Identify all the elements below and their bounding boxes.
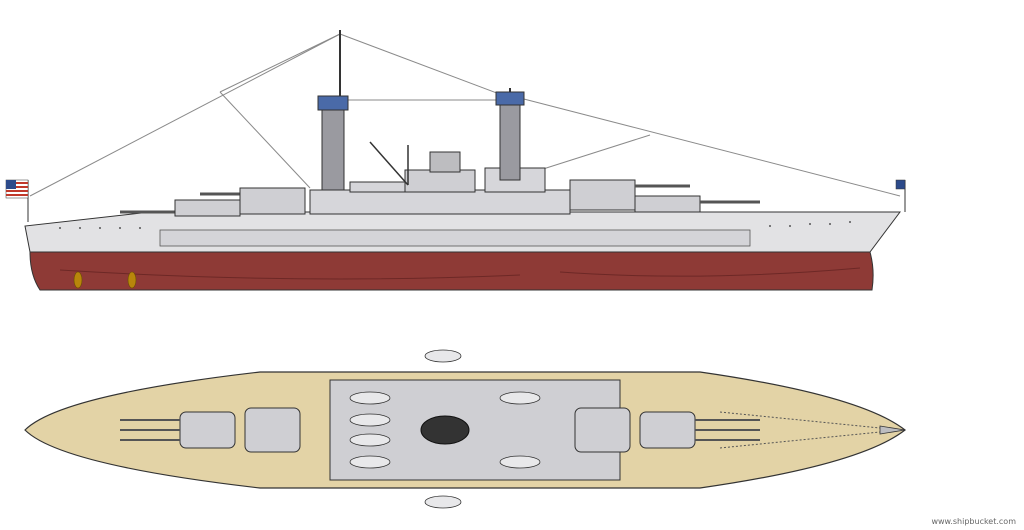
us-flag-icon — [5, 179, 29, 222]
armor-belt — [159, 229, 751, 247]
plan-view — [24, 349, 906, 509]
portholes — [59, 221, 851, 229]
boats — [349, 349, 541, 509]
superstructure-plan — [329, 379, 621, 481]
side-profile — [5, 30, 906, 291]
fore-turrets-plan — [574, 407, 760, 453]
aft-turrets — [120, 187, 306, 217]
funnel — [420, 415, 470, 445]
cage-masts — [317, 30, 525, 191]
boat-crane — [369, 141, 409, 186]
rigging — [29, 33, 901, 197]
hull-underwater — [29, 251, 874, 291]
aft-turrets-plan — [120, 407, 301, 453]
anchor-chains — [719, 411, 881, 449]
superstructure — [309, 151, 571, 215]
jack-flag-icon — [895, 179, 906, 212]
propeller-icon — [73, 271, 137, 289]
watermark-text: www.shipbucket.com — [931, 517, 1016, 526]
fore-turrets — [569, 179, 760, 213]
